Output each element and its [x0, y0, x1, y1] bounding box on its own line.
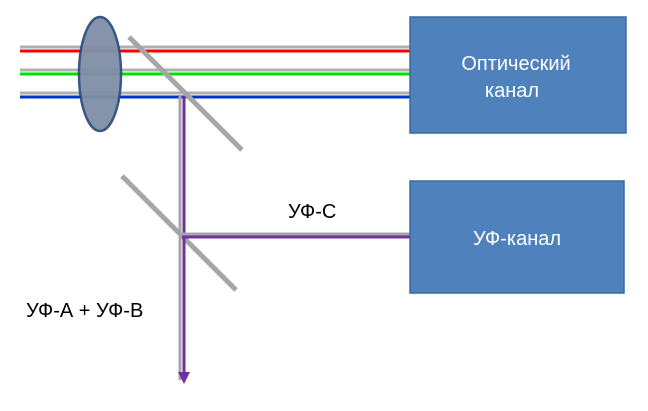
uv-channel-box: [409, 180, 625, 294]
lens: [77, 15, 123, 133]
optical-channel-box: [409, 16, 627, 134]
uv-c-label: УФ-С: [288, 201, 336, 223]
uv-a-b-label: УФ-А + УФ-В: [26, 300, 143, 322]
uv-channel-label: УФ-канал: [473, 228, 561, 250]
optical-channel-label-line2: канал: [485, 80, 539, 102]
beam-splitter-upper: [127, 35, 244, 152]
optical-channel-label-line1: Оптический: [461, 53, 570, 75]
